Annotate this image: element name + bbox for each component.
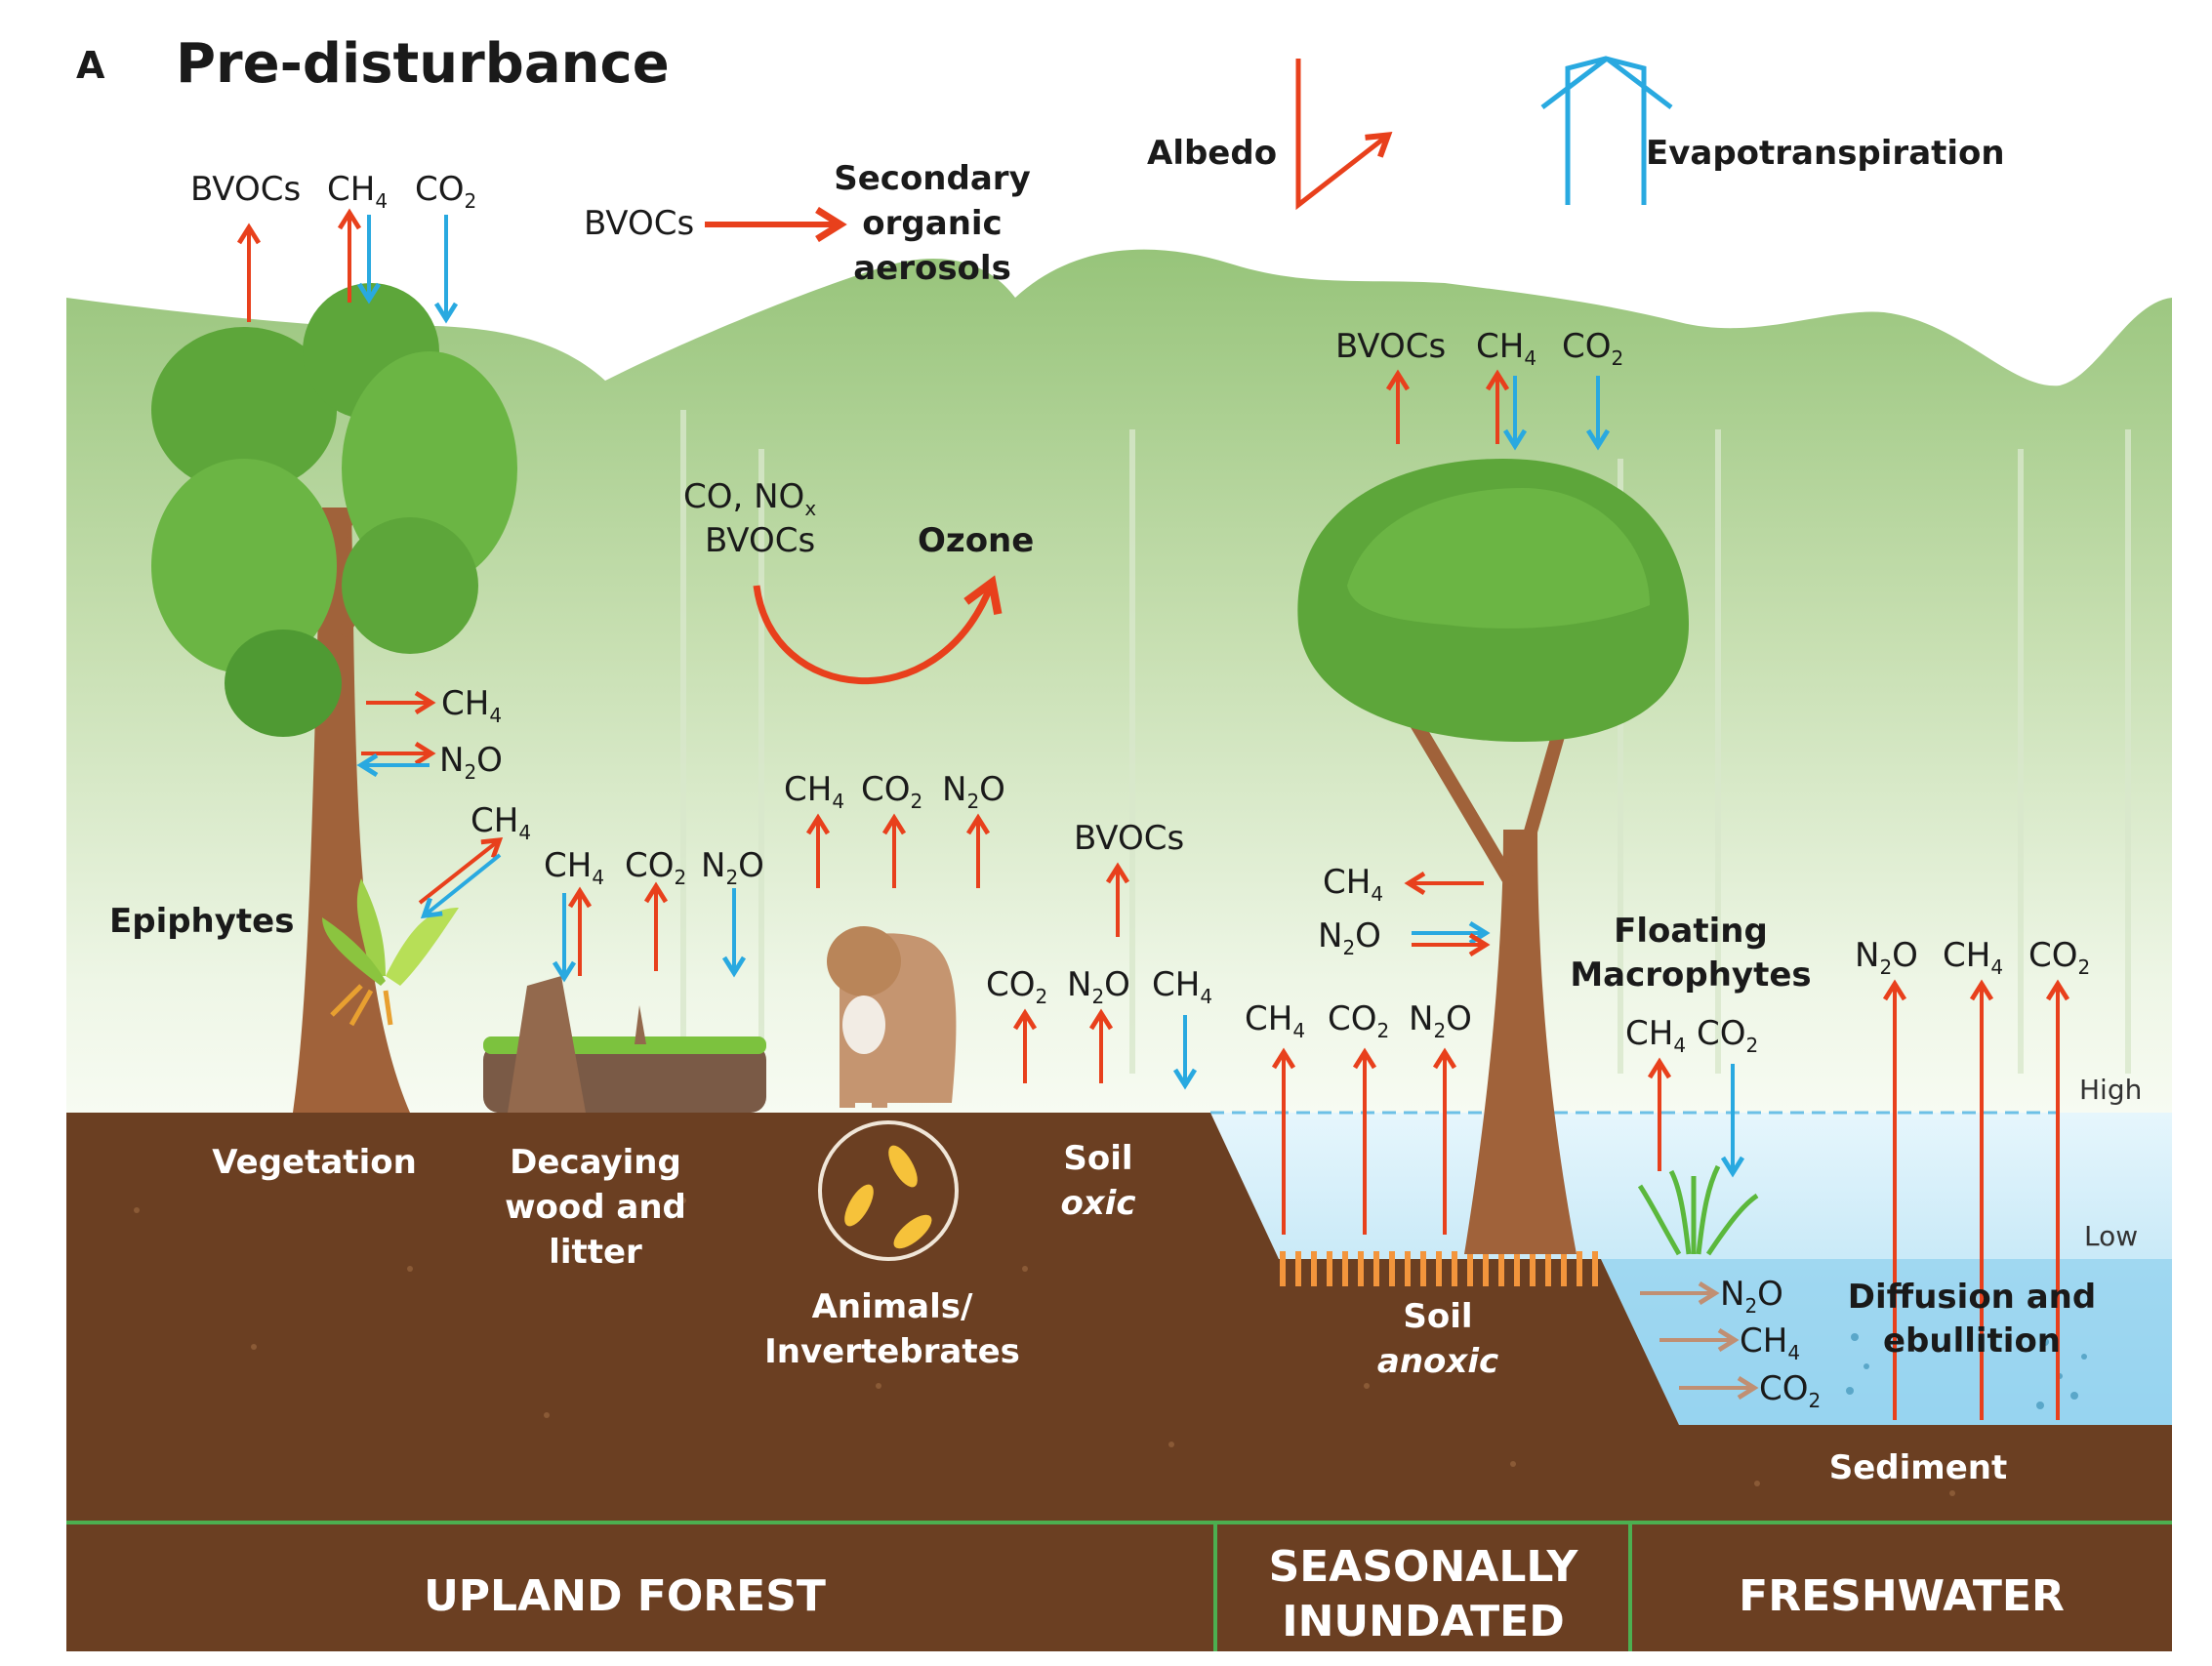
zone-seasonally-line1: SEASONALLY [1269,1542,1579,1592]
forest-background [66,249,2172,1113]
gas-bvocs-left-canopy: BVOCs [190,170,301,209]
flux-arrows [236,56,2070,1420]
diffusion-line1: Diffusion and [1848,1278,2096,1317]
gas-co2-soil: CO2 [986,965,1047,1008]
soil-oxic-label: Soil [1063,1139,1132,1178]
gas-ch4-animals: CH4 [784,770,844,813]
gas-n2o-lateral: N2O [1720,1275,1783,1318]
gas-ch4-left-canopy: CH4 [327,170,388,213]
bvocs-source-label: BVOCs [584,204,694,243]
evapotranspiration-label: Evapotranspiration [1646,134,2005,173]
zone-band [66,1523,2172,1651]
high-water-label: High [2079,1074,2142,1106]
gas-co2-inundated: CO2 [1328,999,1389,1042]
gas-co2-left-canopy: CO2 [415,170,476,213]
evapotranspiration-arrow [1540,56,1673,205]
gas-n2o-wood: N2O [701,846,764,889]
ozone-precursors-line1: CO, NOx [683,477,816,520]
ebullition-bubbles [1846,1333,2087,1409]
low-water-label: Low [2084,1220,2138,1252]
aerosols-line3: aerosols [853,249,1011,288]
animals-line2: Invertebrates [764,1332,1020,1371]
gas-co2-wood: CO2 [625,846,686,889]
invertebrates-circle [818,1120,959,1261]
gas-bvocs-right-canopy: BVOCs [1335,327,1446,366]
soil-speckles [134,1198,1955,1496]
aerosols-line2: organic [862,204,1002,243]
gas-ch4-right-stem: CH4 [1323,863,1383,906]
gas-co2-freshwater: CO2 [2028,936,2090,979]
ozone-precursors-line2: BVOCs [705,521,815,560]
gas-n2o-stem: N2O [439,741,503,784]
decaying-log [483,976,766,1113]
gas-ch4-right-canopy: CH4 [1476,327,1536,370]
albedo-label: Albedo [1147,134,1277,173]
puma-animal [827,926,957,1108]
epiphyte-plant [322,878,459,1027]
gas-ch4-wood: CH4 [544,846,604,889]
decaying-line2: wood and [505,1188,686,1227]
page-title: Pre-disturbance [176,32,670,96]
floating-line1: Floating [1614,912,1768,951]
vegetation-label: Vegetation [212,1143,417,1182]
zone-upland-forest: UPLAND FOREST [424,1571,826,1621]
gas-co2-lateral: CO2 [1759,1369,1821,1412]
epiphytes-label: Epiphytes [109,902,294,941]
panel-label: A [76,44,105,87]
diffusion-line2: ebullition [1883,1321,2061,1361]
left-tree [151,283,517,1113]
ozone-label: Ozone [918,521,1034,560]
gas-n2o-inundated: N2O [1409,999,1472,1042]
soil-ground [66,1113,2172,1523]
gas-n2o-freshwater: N2O [1855,936,1918,979]
gas-ch4-inundated: CH4 [1245,999,1305,1042]
zone-seasonally-line2: INUNDATED [1282,1597,1565,1646]
anoxic-soil-hatch [1280,1251,1598,1286]
soil-anoxic-label: Soil [1403,1297,1472,1336]
albedo-arrow [1295,59,1393,211]
gas-ch4-lateral: CH4 [1740,1321,1800,1364]
right-tree [1297,459,1689,1254]
sediment-label: Sediment [1829,1448,2007,1487]
macrophyte-grass [1637,1164,1759,1256]
gas-n2o-soil: N2O [1067,965,1130,1008]
ozone-curve-arrow [753,575,1003,684]
background-trunks [680,410,2131,1074]
anoxic-label: anoxic [1377,1342,1498,1381]
floating-line2: Macrophytes [1570,955,1811,995]
gas-ch4-macrophytes: CH4 [1625,1014,1686,1057]
zone-freshwater: FRESHWATER [1739,1571,2065,1621]
gas-bvocs-soil: BVOCs [1074,819,1184,858]
epiphyte-ch4-emit [418,836,504,905]
gas-ch4-stem: CH4 [441,684,502,727]
epiphyte-ch4-uptake [420,853,502,919]
gas-ch4-soil: CH4 [1152,965,1212,1008]
oxic-label: oxic [1060,1184,1135,1223]
decaying-line1: Decaying [510,1143,681,1182]
gas-ch4-epiphyte: CH4 [471,801,531,844]
decaying-line3: litter [549,1233,642,1272]
gas-co2-animals: CO2 [861,770,922,813]
gas-ch4-freshwater: CH4 [1943,936,2003,979]
gas-co2-macrophytes: CO2 [1697,1014,1758,1057]
gas-co2-right-canopy: CO2 [1562,327,1623,370]
gas-n2o-right-stem: N2O [1318,916,1381,959]
aerosols-line1: Secondary [834,159,1030,198]
animals-line1: Animals/ [812,1287,973,1326]
gas-n2o-animals: N2O [942,770,1005,813]
